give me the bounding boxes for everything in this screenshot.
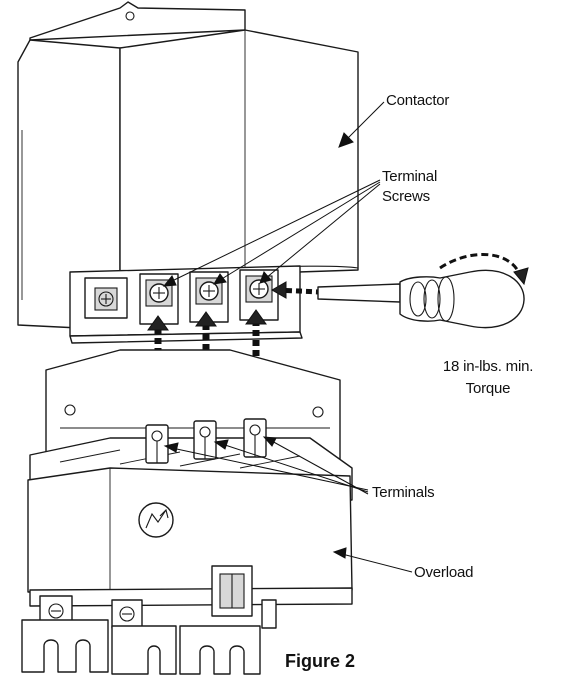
label-terminals: Terminals — [372, 484, 435, 501]
terminal-pocket-3 — [239, 269, 279, 321]
overload-body — [21, 349, 353, 675]
contactor-body — [17, 1, 359, 344]
figure-caption: Figure 2 — [285, 651, 356, 671]
label-torque-line1: 18 in-lbs. min. — [442, 358, 534, 375]
label-terminal-screws-line1: Terminal — [382, 168, 438, 185]
leader-lines — [162, 101, 413, 573]
label-overload: Overload — [414, 564, 474, 581]
label-terminal-screws-line2: Screws — [382, 188, 430, 205]
screwdriver — [270, 252, 529, 329]
overload-terminal-1 — [145, 424, 169, 464]
overload-terminal-3 — [243, 418, 267, 458]
label-contactor: Contactor — [386, 92, 450, 109]
overload-terminal-2 — [193, 420, 217, 460]
label-torque-line2: Torque — [465, 380, 511, 397]
